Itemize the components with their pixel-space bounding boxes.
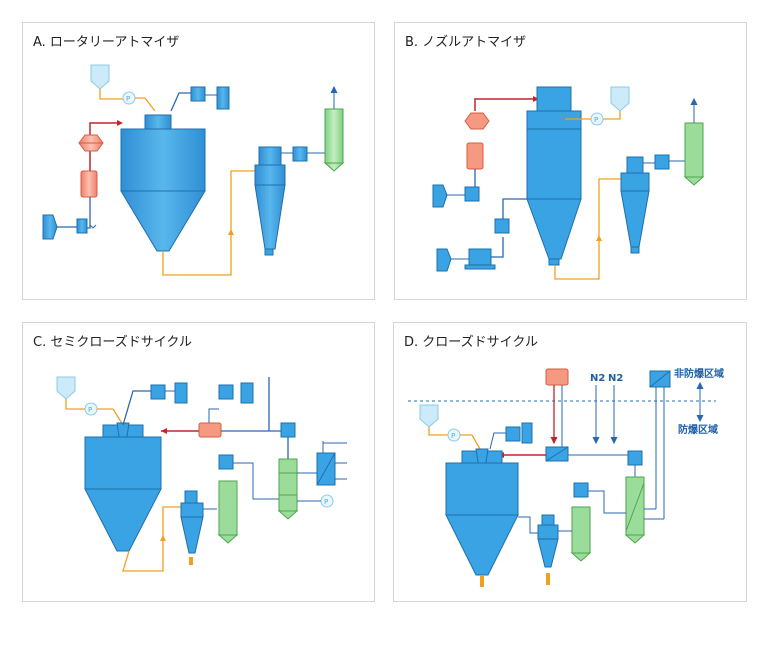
dryer-body — [120, 128, 206, 192]
pump-label: P — [88, 406, 92, 414]
fan-icon — [174, 382, 188, 404]
fan-icon — [218, 384, 234, 400]
feed-tank — [56, 376, 76, 400]
dryer-cone — [526, 198, 582, 260]
pump-label: P — [594, 116, 598, 124]
exhaust-line — [170, 92, 191, 112]
fan-icon — [627, 450, 643, 466]
feed-line — [99, 89, 123, 100]
fan-icon — [42, 214, 58, 240]
dryer-cone — [84, 488, 162, 552]
dryer-body — [84, 436, 162, 490]
explosion-zone-label: 防爆区域 — [678, 423, 718, 436]
n2-label: N2 — [590, 373, 605, 384]
filter — [80, 170, 98, 198]
pump-label: P — [324, 498, 328, 506]
fan-icon — [573, 482, 589, 498]
pump-label: P — [451, 432, 455, 440]
dryer-cone — [120, 190, 206, 252]
diagram-semi-closed-cycle: P — [56, 376, 347, 572]
feed-line — [428, 427, 448, 436]
fan-icon — [240, 382, 254, 404]
cyclone-cone — [180, 516, 204, 554]
product-outlet — [189, 557, 193, 565]
fan-icon — [505, 426, 521, 442]
panel-nozzle-atomizer: B. ノズルアトマイザ P — [394, 22, 747, 300]
fan-icon — [494, 218, 510, 234]
dryer-body — [526, 128, 582, 200]
fan-icon — [150, 384, 166, 400]
fan-icon — [464, 186, 480, 202]
dryer-cone — [445, 514, 519, 576]
product-line — [162, 170, 255, 276]
panel-rotary-atomizer: A. ロータリーアトマイザ P — [22, 22, 375, 300]
panel-semi-closed-cycle: C. セミクローズドサイクル P — [22, 322, 375, 602]
panel-title: D. クローズドサイクル — [404, 335, 538, 350]
scrubber — [218, 480, 238, 536]
panel-title: A. ロータリーアトマイザ — [33, 35, 180, 50]
blower-icon — [468, 248, 492, 266]
feed-tank — [610, 86, 630, 112]
fan-icon — [190, 86, 206, 102]
heater-unit — [464, 112, 490, 130]
feed-line — [65, 399, 85, 410]
feed-line — [603, 111, 621, 120]
dryer-top-cap — [536, 86, 572, 112]
panel-closed-cycle: D. クローズドサイクル 非防爆区域 防爆区域 N2 N2 P — [393, 322, 747, 602]
cyclone-body — [254, 164, 286, 186]
cyclone-top — [626, 156, 644, 174]
product-line — [518, 516, 540, 534]
dryer-top-cap — [144, 114, 172, 130]
diagram-nozzle-atomizer: P — [432, 86, 705, 280]
fan-icon — [216, 86, 230, 110]
condenser — [278, 458, 298, 512]
cyclone-top — [541, 514, 555, 526]
fan-icon — [654, 154, 670, 170]
cyclone-cone — [537, 538, 559, 568]
heater-unit — [545, 368, 569, 386]
fan-icon — [218, 454, 234, 470]
product-line — [122, 506, 183, 572]
scrubber — [684, 122, 704, 178]
scrubber — [324, 108, 344, 164]
cyclone-top — [184, 490, 198, 504]
blower-icon — [76, 218, 88, 234]
cyclone-body — [620, 172, 650, 192]
dryer-upper — [526, 110, 582, 130]
fan-icon — [436, 248, 452, 272]
exhaust-line — [122, 390, 151, 426]
product-outlet — [480, 575, 484, 587]
cyclone-cone — [620, 190, 650, 248]
feed-tank — [90, 64, 110, 90]
fan-icon — [280, 422, 296, 438]
cyclone-cone — [254, 184, 286, 250]
fan-icon — [432, 184, 448, 208]
heater-unit — [198, 422, 222, 438]
product-line — [554, 178, 621, 280]
fan-icon — [292, 146, 308, 162]
hot-air-line — [474, 98, 537, 111]
pump-label: P — [126, 95, 130, 103]
panel-title: B. ノズルアトマイザ — [405, 35, 527, 50]
cyclone-top — [258, 146, 282, 166]
non-explosion-zone-label: 非防爆区域 — [674, 367, 724, 380]
cyclone-body — [537, 524, 559, 540]
filter — [466, 142, 484, 170]
hot-air-line — [89, 122, 121, 173]
diagram-rotary-atomizer: P — [42, 64, 345, 276]
diagram-closed-cycle: 非防爆区域 防爆区域 N2 N2 P — [408, 367, 724, 587]
product-outlet — [546, 573, 550, 585]
panel-title: C. セミクローズドサイクル — [33, 335, 193, 350]
scrubber — [571, 506, 591, 554]
exhaust-line — [489, 432, 506, 450]
feed-line-2 — [135, 97, 156, 112]
feed-tank — [419, 404, 439, 428]
cyclone-body — [180, 502, 204, 518]
n2-label: N2 — [608, 373, 623, 384]
dryer-body — [445, 462, 519, 516]
